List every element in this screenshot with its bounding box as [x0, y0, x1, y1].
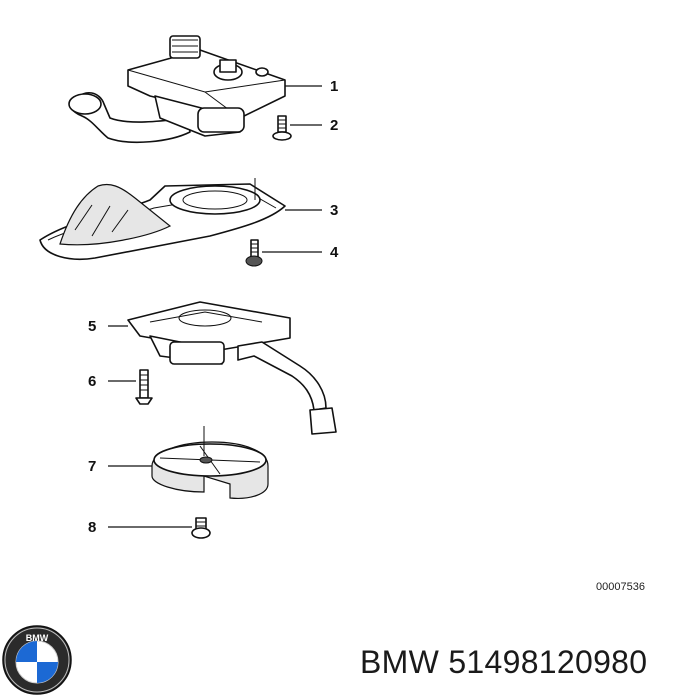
callout-6: 6 — [88, 373, 96, 390]
part-7-cam-disc: 7 — [88, 426, 269, 499]
callout-8: 8 — [88, 519, 96, 536]
callout-5: 5 — [88, 318, 96, 335]
part-4-screw: 4 — [245, 239, 339, 267]
callout-1: 1 — [330, 78, 338, 95]
part-5-base-plate: 5 — [88, 301, 337, 435]
callout-4: 4 — [330, 244, 339, 261]
brand-name: BMW — [360, 644, 440, 680]
part-number-caption: BMW 51498120980 — [360, 644, 647, 681]
callout-3: 3 — [330, 202, 338, 219]
part-6-bolt: 6 — [88, 369, 153, 405]
part-3-gasket: 3 — [39, 178, 338, 260]
svg-text:BMW: BMW — [26, 633, 49, 643]
part-number: 51498120980 — [448, 644, 648, 680]
part-2-screw: 2 — [272, 115, 338, 141]
drawing-code: 00007536 — [596, 581, 645, 593]
part-8-screw: 8 — [88, 517, 211, 539]
callout-7: 7 — [88, 458, 96, 475]
bmw-logo: BMW — [2, 625, 72, 695]
part-1-cover: 1 — [68, 35, 338, 144]
callout-2: 2 — [330, 117, 338, 134]
